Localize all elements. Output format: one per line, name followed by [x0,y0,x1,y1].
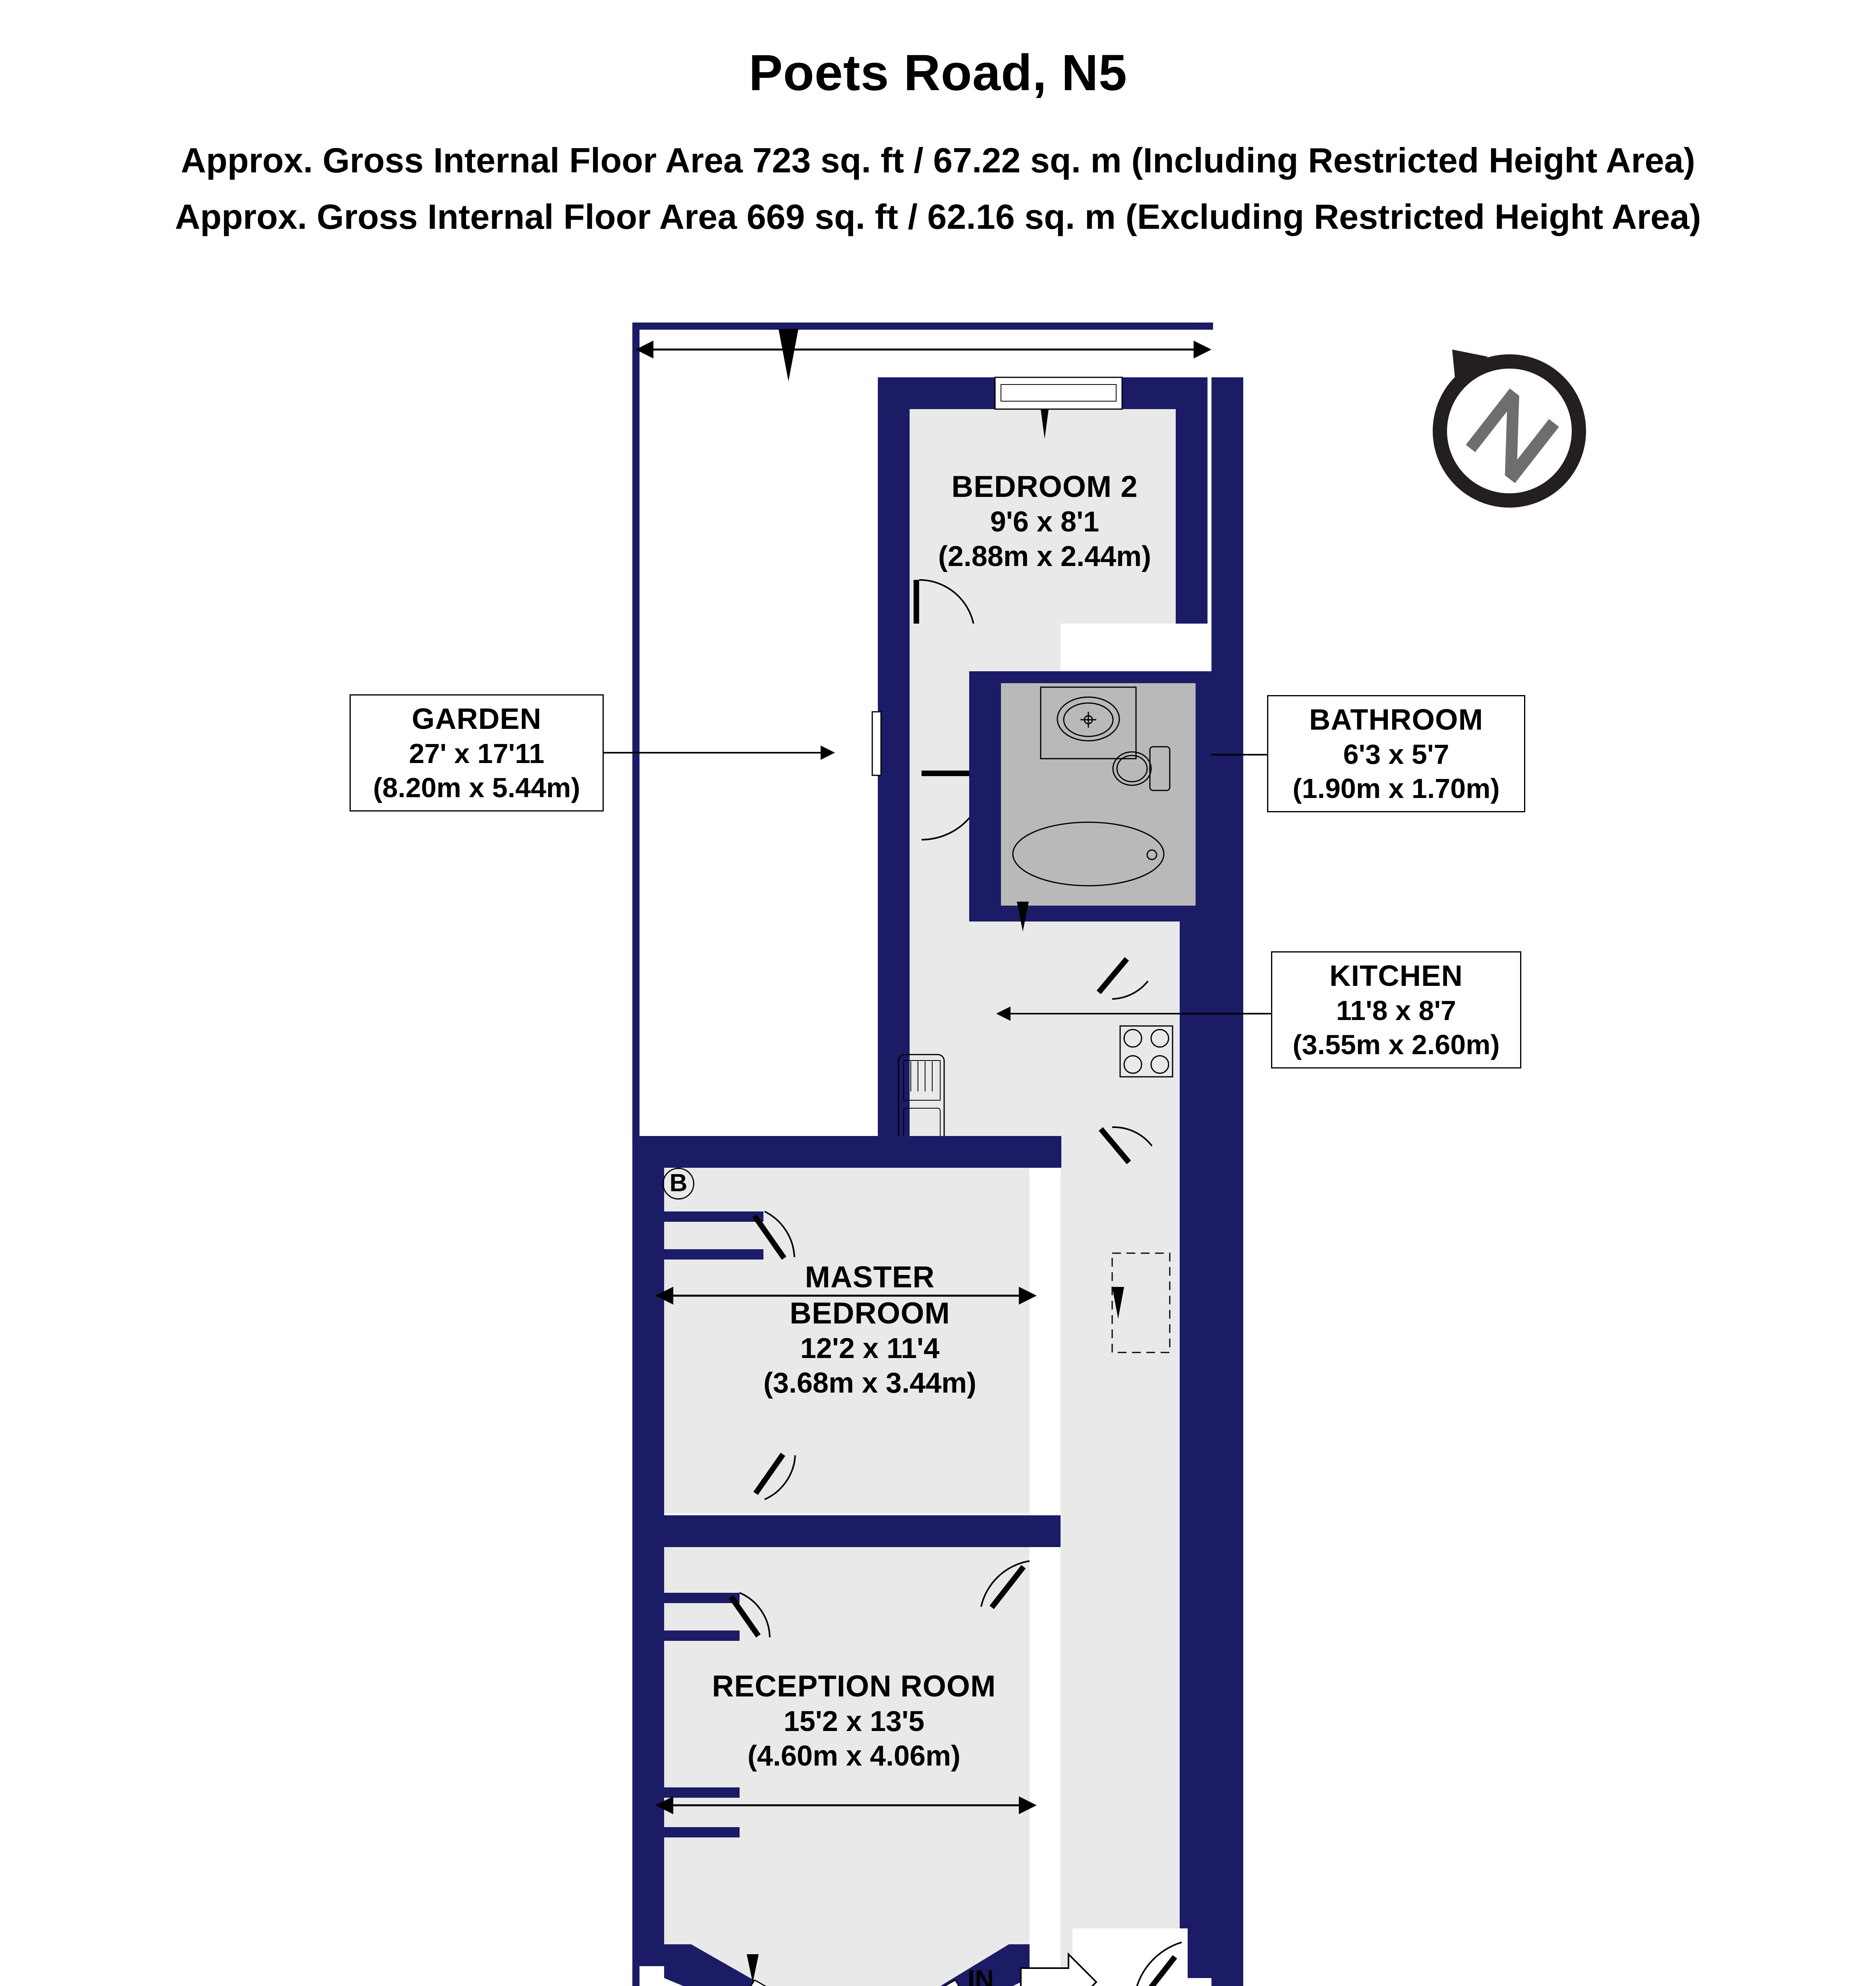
bedroom2-walls [878,377,1208,624]
callout-garden: GARDEN 27' x 17'11 (8.20m x 5.44m) [350,694,604,812]
boiler-marker: B [663,1168,694,1200]
kitchen-dim-imperial: 11'8 x 8'7 [1336,995,1456,1026]
master-bedroom-name-line1: MASTER [805,1260,935,1294]
master-bedroom-dim-metric: (3.68m x 3.44m) [763,1367,977,1399]
garden-dim-metric: (8.20m x 5.44m) [373,772,580,803]
callout-bathroom: BATHROOM 6'3 x 5'7 (1.90m x 1.70m) [1267,695,1525,813]
kitchen-label: KITCHEN [1329,959,1463,992]
garden-dim-imperial: 27' x 17'11 [409,738,545,769]
garden-label: GARDEN [412,702,542,735]
room-label-master-bedroom: MASTER BEDROOM 12'2 x 11'4 (3.68m x 3.44… [731,1259,1009,1400]
floor-area-including: Approx. Gross Internal Floor Area 723 sq… [181,141,1695,180]
page-header: Poets Road, N5 Approx. Gross Internal Fl… [0,0,1876,237]
page-title: Poets Road, N5 [749,44,1127,101]
bedroom2-dim-imperial: 9'6 x 8'1 [990,506,1099,538]
callout-kitchen: KITCHEN 11'8 x 8'7 (3.55m x 2.60m) [1271,951,1521,1069]
kitchen-dim-metric: (3.55m x 2.60m) [1293,1029,1500,1060]
master-bedroom-dim-imperial: 12'2 x 11'4 [800,1333,940,1365]
bathroom-dim-imperial: 6'3 x 5'7 [1343,739,1449,770]
entrance-hall-walls [1020,377,1243,1986]
bedroom2-door [914,579,976,636]
room-label-reception-room: RECEPTION ROOM 15'2 x 13'5 (4.60m x 4.06… [675,1668,1033,1773]
master-bedroom-walls [632,1136,1061,1573]
room-label-bedroom2: BEDROOM 2 9'6 x 8'1 (2.88m x 2.44m) [866,469,1223,574]
garden-dimension-arrows [636,329,1211,381]
bathroom-dim-metric: (1.90m x 1.70m) [1293,773,1500,804]
bedroom2-dim-metric: (2.88m x 2.44m) [938,540,1151,572]
master-bedroom-name-line2: BEDROOM [790,1296,950,1331]
reception-room-dim-metric: (4.60m x 4.06m) [747,1740,961,1772]
reception-room-dim-imperial: 15'2 x 13'5 [783,1706,925,1738]
bathroom-label: BATHROOM [1309,703,1484,736]
bedroom2-name: BEDROOM 2 [951,470,1138,504]
bathroom-walls [969,671,1211,922]
kitchen-walls [898,922,1211,1422]
entrance-marker-label: IN [968,1965,994,1986]
reception-room-walls [632,1545,1037,1986]
reception-room-name: RECEPTION ROOM [712,1669,996,1703]
floor-area-excluding: Approx. Gross Internal Floor Area 669 sq… [175,197,1701,236]
compass-north-icon [1433,350,1586,508]
